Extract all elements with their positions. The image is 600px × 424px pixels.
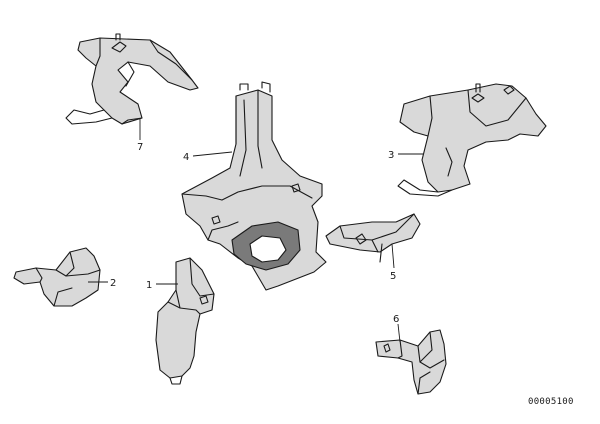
bracket-part-7 [65, 33, 199, 125]
callout-3: 3 [388, 150, 394, 161]
callout-2: 2 [110, 278, 116, 289]
callout-6: 6 [393, 314, 399, 325]
bracket-part-6 [375, 329, 447, 395]
leader-line-5 [391, 243, 395, 269]
bracket-part-4 [181, 81, 327, 291]
leader-line-6 [397, 323, 401, 343]
bracket-part-3 [397, 83, 547, 197]
bracket-part-1 [155, 257, 215, 385]
bracket-part-2 [13, 247, 101, 307]
callout-4: 4 [183, 152, 189, 163]
leader-line-4 [192, 151, 233, 157]
callout-1: 1 [146, 280, 152, 291]
document-number: 00005100 [528, 397, 574, 407]
bracket-part-5 [325, 213, 421, 263]
callout-5: 5 [390, 271, 396, 282]
callout-7: 7 [137, 142, 143, 153]
